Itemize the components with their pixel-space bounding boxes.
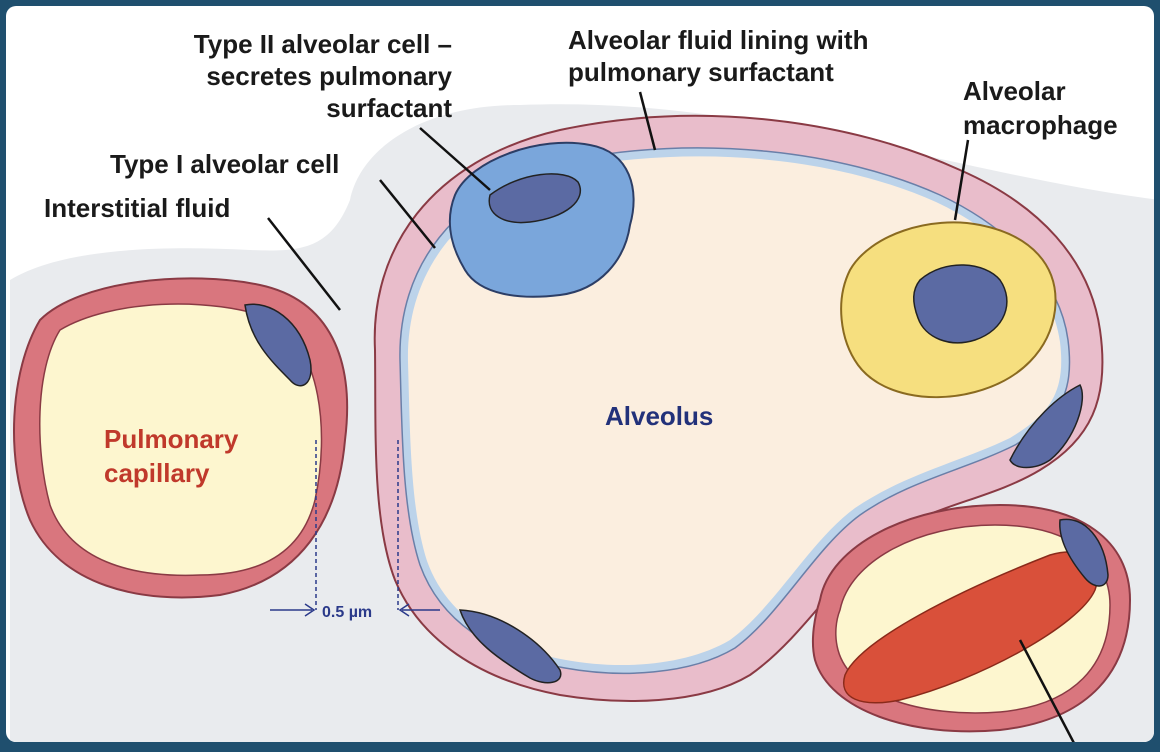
label-macrophage-line2: macrophage xyxy=(963,110,1118,140)
label-fluid-lining-line1: Alveolar fluid lining with xyxy=(568,25,868,55)
label-type2-line1: Type II alveolar cell – xyxy=(194,29,452,59)
label-fluid-lining-line2: pulmonary surfactant xyxy=(568,57,834,87)
label-capillary-line2: capillary xyxy=(104,458,210,488)
red-blood-cell xyxy=(843,551,1099,704)
capillary-nucleus-right xyxy=(1059,518,1109,587)
leader-lines xyxy=(267,91,1077,742)
label-type2-line2: secretes pulmonary xyxy=(206,61,452,91)
label-alveolus: Alveolus xyxy=(605,401,713,431)
label-interstitial: Interstitial fluid xyxy=(44,193,230,223)
label-scale: 0.5 µm xyxy=(322,604,372,621)
left-pulmonary-capillary xyxy=(13,277,349,599)
label-type1: Type I alveolar cell xyxy=(110,149,339,179)
label-capillary-line1: Pulmonary xyxy=(104,424,239,454)
type1-alveolar-cell-nucleus xyxy=(458,609,562,684)
lower-right-capillary xyxy=(811,503,1132,733)
capillary-endothelial-nucleus xyxy=(244,303,312,387)
scale-bar xyxy=(270,440,440,617)
type2-nucleus xyxy=(488,173,581,224)
label-macrophage-line1: Alveolar xyxy=(963,76,1066,106)
macrophage-nucleus xyxy=(913,264,1008,344)
alveolar-macrophage xyxy=(840,221,1057,399)
type2-alveolar-cell xyxy=(448,141,635,298)
wall-nucleus-right xyxy=(1009,384,1084,469)
label-type2-line3: surfactant xyxy=(326,93,452,123)
